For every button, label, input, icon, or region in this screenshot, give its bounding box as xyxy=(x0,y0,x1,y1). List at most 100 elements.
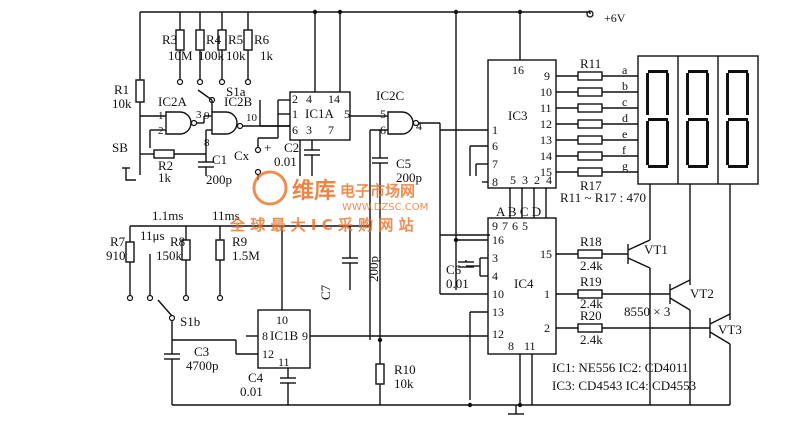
svg-text:2: 2 xyxy=(158,125,164,137)
s1b-label: S1b xyxy=(180,314,200,329)
seg-b-label: b xyxy=(622,79,628,93)
range-11us: 11μs xyxy=(140,228,165,243)
range-resistors: R3 10M R4 100k R5 10k R6 1k S1a xyxy=(162,12,274,104)
svg-text:13: 13 xyxy=(540,133,552,147)
r3-value: 10M xyxy=(168,48,193,63)
c3-value: 4700p xyxy=(186,358,219,373)
svg-text:3: 3 xyxy=(196,109,202,121)
bcd-bus: A B C D xyxy=(496,188,547,219)
svg-text:10: 10 xyxy=(246,112,258,124)
svg-text:4: 4 xyxy=(546,173,552,187)
c4-label: C4 xyxy=(248,370,264,385)
svg-text:5: 5 xyxy=(344,107,350,121)
switch-s1b xyxy=(157,299,173,317)
vt3-label: VT3 xyxy=(718,322,742,337)
svg-text:7: 7 xyxy=(502,219,508,233)
r7-label: R7 xyxy=(110,234,126,249)
svg-text:10: 10 xyxy=(492,287,504,301)
svg-text:5: 5 xyxy=(380,107,386,121)
c7-value: 200p xyxy=(366,256,381,282)
s1a-label: S1a xyxy=(226,84,246,99)
c7-label: C7 xyxy=(318,284,333,300)
watermark-title: 电子市场网 xyxy=(340,182,415,200)
supply-label: +6V xyxy=(604,11,626,25)
ic2a-label: IC2A xyxy=(158,94,188,109)
r1-label: R1 xyxy=(114,82,129,97)
ic1a-label: IC1A xyxy=(305,106,335,121)
r19-value: 2.4k xyxy=(580,296,603,311)
svg-text:4: 4 xyxy=(416,119,422,133)
svg-text:8: 8 xyxy=(204,137,210,149)
r8-value: 150k xyxy=(156,248,183,263)
r7-value: 910 xyxy=(106,248,126,263)
sb-label: SB xyxy=(112,140,128,155)
svg-text:6: 6 xyxy=(512,219,518,233)
resistor-r9 xyxy=(215,239,225,261)
svg-text:1: 1 xyxy=(292,107,298,121)
chip-ic4 xyxy=(487,217,557,355)
r10-value: 10k xyxy=(394,376,414,391)
gate-ic2b xyxy=(211,111,238,135)
driver-transistors: R18 2.4k VT1 R19 2.4k VT2 8550 × 3 R20 2… xyxy=(556,234,742,405)
r9-label: R9 xyxy=(232,234,247,249)
seg-e-label: e xyxy=(622,127,627,141)
seven-segment-displays xyxy=(637,55,759,320)
chip-ic1b xyxy=(257,309,311,369)
c4-value: 0.01 xyxy=(240,384,263,399)
supply-terminal xyxy=(586,10,594,18)
r18-value: 2.4k xyxy=(580,258,603,273)
svg-text:6: 6 xyxy=(292,123,298,137)
svg-text:11: 11 xyxy=(524,339,536,353)
cx-label: Cx xyxy=(234,148,250,163)
resistor-r1 xyxy=(135,79,145,103)
digit-2 xyxy=(686,70,709,168)
r11-label: R11 xyxy=(580,56,601,71)
r11-r17-note: R11 ~ R17 : 470 xyxy=(560,190,646,205)
c6-value: 0.01 xyxy=(446,276,469,291)
resistor-r18 xyxy=(577,249,603,259)
ic2c-label: IC2C xyxy=(376,88,404,103)
svg-text:2: 2 xyxy=(534,173,540,187)
display-frame xyxy=(637,55,759,185)
svg-text:9: 9 xyxy=(544,69,550,83)
r20-value: 2.4k xyxy=(580,332,603,347)
svg-text:15: 15 xyxy=(540,247,552,261)
input-stage: R1 10k IC2A 1 2 3 IC2B 9 8 10 R2 1k SB xyxy=(112,12,290,187)
legend-line-2: IC3: CD4543 IC4: CD4553 xyxy=(552,378,696,393)
r10-label: R10 xyxy=(394,362,416,377)
ground-bus xyxy=(172,9,730,415)
svg-text:12: 12 xyxy=(262,347,274,361)
r8-label: R8 xyxy=(170,234,185,249)
svg-text:1: 1 xyxy=(492,123,498,137)
resistor-r6 xyxy=(243,29,253,51)
svg-text:6: 6 xyxy=(492,139,498,153)
switch-sb xyxy=(125,168,136,181)
svg-text:7: 7 xyxy=(492,157,498,171)
seg-f-label: f xyxy=(622,143,626,157)
svg-text:11: 11 xyxy=(540,101,552,115)
seg-g-label: g xyxy=(622,159,628,173)
svg-text:13: 13 xyxy=(492,305,504,319)
watermark-brand: 维库 xyxy=(292,178,336,204)
svg-text:+: + xyxy=(264,140,271,155)
svg-text:8: 8 xyxy=(262,329,268,343)
svg-text:5: 5 xyxy=(510,173,516,187)
ic1a-timer: 2 4 14 1 IC1A 6 3 7 5 C2 0.01 Cx + xyxy=(234,12,380,180)
gate-ic2c-group: IC2C 5 6 4 C5 200p xyxy=(369,88,490,340)
watermark-url: WWW.DZSC.COM xyxy=(342,202,428,213)
range-1-1ms: 1.1ms xyxy=(152,208,183,223)
vt2-label: VT2 xyxy=(690,286,714,301)
r18-label: R18 xyxy=(580,234,602,249)
svg-text:4: 4 xyxy=(492,269,498,283)
segment-resistors xyxy=(556,71,638,177)
svg-text:1: 1 xyxy=(544,287,550,301)
seg-d-label: d xyxy=(622,111,628,125)
ic3-decoder: 16 IC3 1 6 7 8 5 3 2 4 9 10 11 12 13 14 … xyxy=(440,12,646,290)
legend-line-1: IC1: NE556 IC2: CD4011 xyxy=(552,360,688,375)
ic2b-label: IC2B xyxy=(224,94,253,109)
ic1b-label: IC1B xyxy=(270,328,299,343)
r6-value: 1k xyxy=(260,48,274,63)
svg-text:15: 15 xyxy=(540,165,552,179)
c6-label: C6 xyxy=(446,262,462,277)
